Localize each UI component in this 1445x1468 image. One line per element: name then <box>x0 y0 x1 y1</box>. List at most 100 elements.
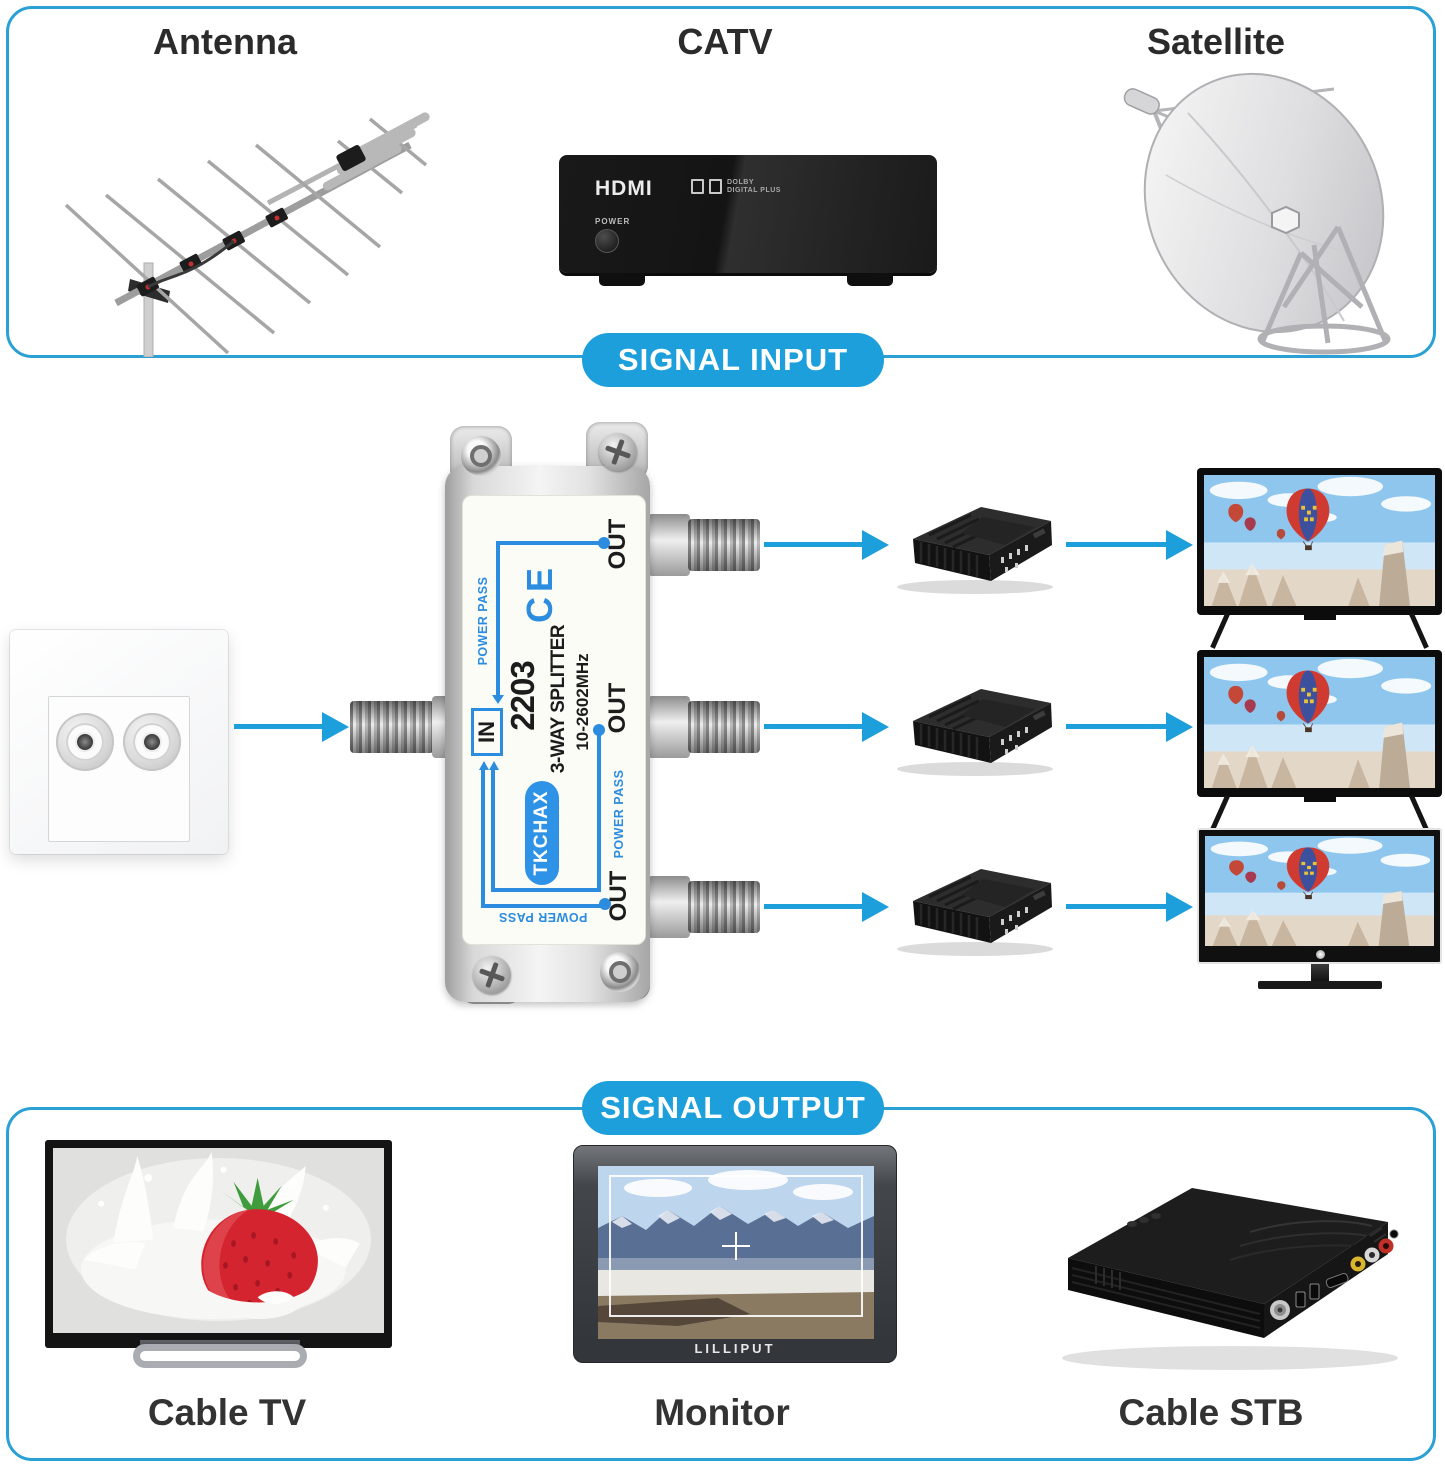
set-top-box-image <box>885 677 1065 777</box>
brand-badge: TKCHAX <box>525 781 559 885</box>
signal-input-section: Antenna CATV Satellite <box>6 6 1436 358</box>
arrow-up-icon <box>479 761 489 770</box>
tv-leg <box>1210 794 1230 831</box>
balloon-scene <box>1204 475 1435 606</box>
usb-port-icon <box>1295 1291 1306 1308</box>
coax-port-icon <box>123 713 181 771</box>
screw-hole-icon <box>600 952 640 992</box>
catv-label: CATV <box>677 21 773 62</box>
cable-tv-label: Cable TV <box>147 1392 307 1433</box>
tv-leg <box>1210 612 1230 649</box>
dish-feed-hole <box>1271 205 1300 235</box>
arrow-box-to-tv1 <box>1066 542 1166 547</box>
tv-logo-icon <box>1315 950 1325 959</box>
cable-stb-image <box>1040 1162 1412 1374</box>
in-port-label: IN <box>474 721 499 743</box>
circuit-node <box>599 898 611 910</box>
dolby-icon <box>691 179 704 194</box>
tv-stand-base <box>1257 981 1382 989</box>
tv-screen <box>1205 836 1434 946</box>
out-port-flange <box>648 514 690 576</box>
tv-leg <box>1409 612 1429 649</box>
tv-screen <box>1204 657 1435 788</box>
circuit-line <box>481 770 485 906</box>
tv-bezel <box>1197 468 1442 615</box>
arrow-out1-to-box <box>764 542 862 547</box>
tv-screen <box>1204 475 1435 606</box>
out-port-thread <box>688 519 760 571</box>
balloon-scene <box>1204 657 1435 788</box>
monitor-brand: LILLIPUT <box>694 1341 776 1356</box>
usb-port-icon <box>1309 1283 1320 1300</box>
splitter-type-label: 3-WAY SPLITTER <box>548 624 569 774</box>
arrow-down-icon <box>492 695 504 704</box>
splitter-label: OUT POWER PASS CE 2203 3-WAY SPLITTER 10… <box>462 495 646 945</box>
frequency-range-label: 10-2602MHz <box>573 653 592 751</box>
dish-stand <box>1257 225 1391 355</box>
out-port-flange <box>648 696 690 758</box>
antenna-mast <box>143 262 154 357</box>
tv-stand-loop <box>133 1344 307 1368</box>
circuit-line <box>496 541 604 545</box>
balloon-scene <box>1205 836 1434 946</box>
dolby-icon <box>709 179 722 194</box>
3-way-splitter-device: OUT POWER PASS CE 2203 3-WAY SPLITTER 10… <box>330 420 770 1050</box>
desert-scene <box>598 1166 874 1339</box>
circuit-line <box>491 770 495 890</box>
out-port-thread <box>688 881 760 933</box>
signal-input-badge: SIGNAL INPUT <box>582 333 884 387</box>
circuit-line <box>496 543 500 695</box>
receiver-foot <box>847 273 893 286</box>
circuit-line <box>491 888 601 892</box>
cable-tv-image <box>45 1140 392 1348</box>
ce-mark: CE <box>519 562 560 624</box>
monitor-screen <box>598 1166 874 1339</box>
dc-jack-icon <box>1389 1229 1399 1239</box>
signal-output-badge: SIGNAL OUTPUT <box>582 1081 884 1135</box>
lnb-feed <box>1123 88 1160 115</box>
circuit-node <box>593 724 605 736</box>
tv-stand-neck <box>1310 964 1329 982</box>
tv-bezel <box>1197 828 1442 964</box>
tv-leg <box>1409 794 1429 831</box>
coax-port-icon <box>56 713 114 771</box>
out-port-label: OUT <box>604 682 631 734</box>
model-number: 2203 <box>504 661 541 731</box>
set-top-box-image <box>885 495 1065 595</box>
out-port-thread <box>688 701 760 753</box>
strawberry-milk-scene <box>53 1148 384 1333</box>
monitor-image: LILLIPUT <box>573 1145 897 1363</box>
screw-hole-icon <box>461 436 501 476</box>
out-port-label: OUT <box>605 870 632 922</box>
hdmi-port-icon <box>1325 1272 1349 1288</box>
tv-chin <box>1303 797 1336 802</box>
out-port-flange <box>648 876 690 938</box>
satellite-dish-image <box>1123 72 1391 355</box>
arrow-box-to-tv3 <box>1066 904 1166 909</box>
tv-bezel <box>1197 650 1442 797</box>
hdmi-logo: HDMI <box>595 177 653 200</box>
tv-2-image <box>1197 650 1442 831</box>
antenna-label: Antenna <box>153 21 297 62</box>
circuit-line <box>481 904 605 908</box>
arrow-out3-to-box <box>764 904 862 909</box>
satellite-label: Satellite <box>1146 21 1286 62</box>
cable-stb-label: Cable STB <box>1118 1392 1304 1433</box>
tv-chin <box>1303 615 1336 620</box>
arrow-box-to-tv2 <box>1066 724 1166 729</box>
phillips-screw-icon <box>599 433 637 471</box>
tv-screen <box>53 1148 384 1333</box>
power-pass-label: POWER PASS <box>612 769 626 859</box>
phillips-screw-icon <box>473 956 511 994</box>
set-top-box-image <box>885 857 1065 957</box>
in-port-thread <box>350 701 434 753</box>
crosshair-icon <box>722 1232 750 1260</box>
receiver-foot <box>599 273 645 286</box>
circuit-line <box>597 732 601 892</box>
wall-coax-outlet <box>10 630 228 854</box>
power-label: POWER <box>595 217 631 226</box>
power-button-icon <box>595 229 619 253</box>
